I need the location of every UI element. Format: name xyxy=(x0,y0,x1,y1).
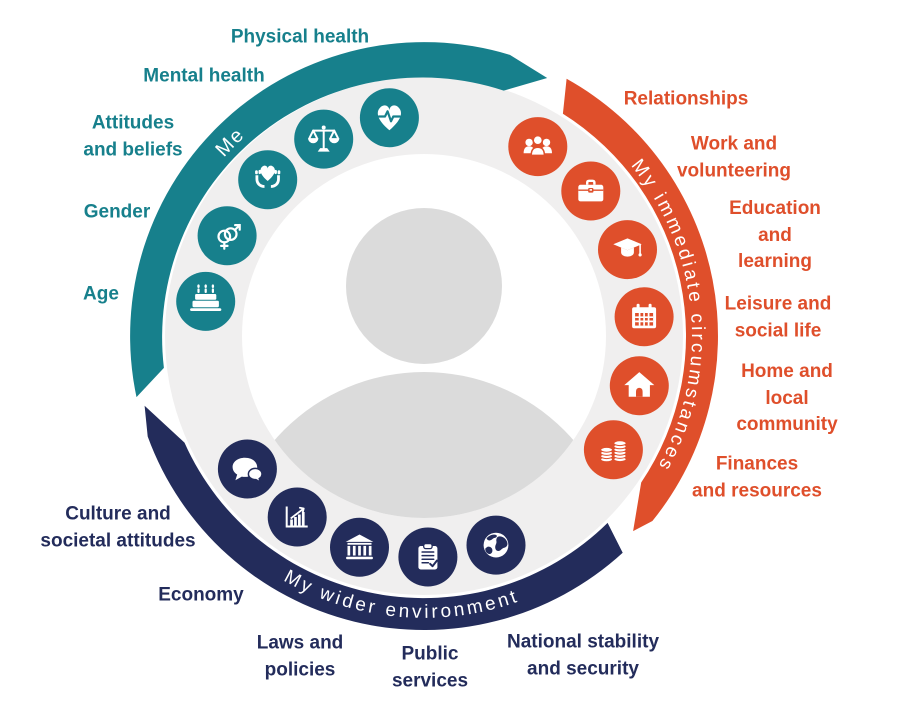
icon-badge-leisure-and-social-life xyxy=(614,287,674,347)
label-physical-health: Physical health xyxy=(230,26,370,48)
coin-stacks-icon xyxy=(600,440,627,463)
label-attitudes-and-beliefs: Attitudes and beliefs xyxy=(83,112,183,160)
gender-symbols-icon xyxy=(217,223,241,250)
house-icon xyxy=(624,372,655,397)
icon-badge-culture-and-societal-attitudes xyxy=(217,439,277,499)
label-gender: Gender xyxy=(83,201,151,223)
growth-chart-icon xyxy=(285,506,308,528)
label-work-and-volunteering: Work and volunteering xyxy=(676,133,792,181)
label-age: Age xyxy=(83,283,119,305)
person-silhouette xyxy=(242,208,606,518)
label-mental-health: Mental health xyxy=(143,65,265,87)
people-group-icon xyxy=(523,134,552,157)
icon-badge-gender xyxy=(197,206,257,266)
clipboard-check-icon xyxy=(418,542,438,570)
icon-badge-laws-and-policies xyxy=(330,517,389,577)
icon-badge-physical-health xyxy=(359,88,419,148)
label-public-services: Public services xyxy=(391,643,469,691)
label-education-and-learning: Education and learning xyxy=(729,198,821,273)
icon-badge-public-services xyxy=(398,527,458,587)
label-economy: Economy xyxy=(158,584,244,606)
icon-badge-education-and-learning xyxy=(598,220,657,280)
label-relationships: Relationships xyxy=(623,88,749,110)
label-home-and-local-community: Home and local community xyxy=(736,361,838,436)
bank-columns-icon xyxy=(345,534,374,560)
icon-badge-finances-and-resources xyxy=(583,420,643,480)
label-leisure-and-social-life: Leisure and social life xyxy=(724,293,832,341)
segment-band-immediate-circumstances xyxy=(562,78,718,532)
silhouette-shoulders xyxy=(242,372,606,518)
globe-icon xyxy=(483,532,509,558)
label-laws-and-policies: Laws and policies xyxy=(256,632,344,680)
silhouette-head xyxy=(346,208,502,364)
icon-badge-age xyxy=(176,271,236,331)
icon-badge-home-and-local-community xyxy=(609,356,669,416)
segment-band-me xyxy=(130,42,548,398)
label-finances-and-resources: Finances and resources xyxy=(692,453,822,501)
briefcase-icon xyxy=(578,179,604,202)
calendar-icon xyxy=(632,303,657,329)
icon-badge-attitudes-and-beliefs xyxy=(238,150,298,210)
balance-scales-icon xyxy=(308,125,340,152)
icon-badge-mental-health xyxy=(294,109,354,169)
label-national-stability-and-security: National stability and security xyxy=(506,631,660,679)
heart-pulse-icon xyxy=(377,105,402,131)
label-culture-and-societal-attitudes: Culture and societal attitudes xyxy=(40,503,196,551)
birthday-cake-icon xyxy=(190,284,222,311)
speech-bubbles-icon xyxy=(232,457,263,484)
icon-badge-relationships xyxy=(508,117,568,177)
hands-holding-heart-icon xyxy=(255,165,281,194)
segment-band-wider-environment xyxy=(144,405,623,631)
icon-badge-national-stability-and-security xyxy=(466,515,526,575)
icon-badge-economy xyxy=(267,487,327,547)
graduation-cap-icon xyxy=(613,238,642,257)
icon-badge-work-and-volunteering xyxy=(561,161,621,221)
